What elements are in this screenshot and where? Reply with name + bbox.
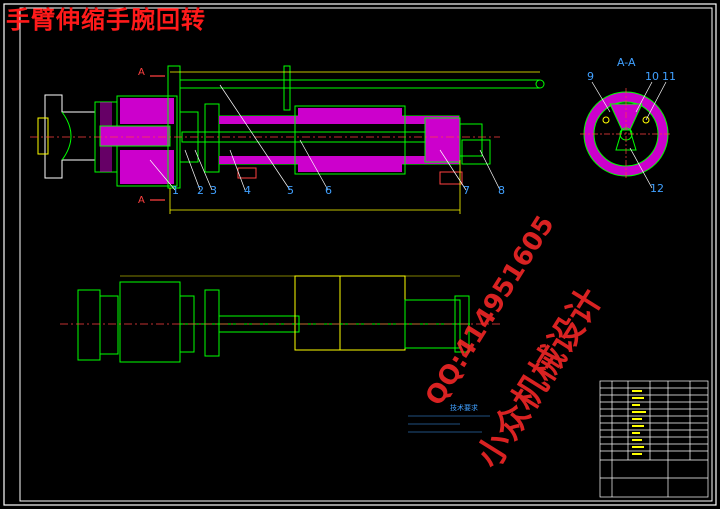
section-a-a-view: A-A — [580, 56, 672, 189]
notes-lines — [408, 415, 490, 433]
callout-9: 9 — [587, 70, 594, 83]
callout-8: 8 — [498, 184, 505, 197]
valve-left — [237, 167, 257, 179]
plan-view — [60, 275, 500, 363]
callout-5: 5 — [287, 184, 294, 197]
gripper-jaw — [44, 94, 96, 179]
callout-10: 10 — [645, 70, 659, 83]
parts-list-cell-marks — [632, 390, 646, 455]
callout-2: 2 — [197, 184, 204, 197]
callout-7: 7 — [463, 184, 470, 197]
valve-right — [439, 171, 463, 185]
drawing-title: 手臂伸缩手腕回转 — [6, 6, 206, 34]
parts-list-table — [599, 380, 709, 498]
callout-3: 3 — [210, 184, 217, 197]
section-mark-top: A — [138, 67, 145, 78]
outer-frame — [3, 3, 717, 506]
callout-4: 4 — [244, 184, 251, 197]
cylinder-section-top — [120, 98, 174, 124]
callout-11: 11 — [662, 70, 676, 83]
callout-1: 1 — [172, 184, 179, 197]
inner-frame — [19, 7, 713, 502]
callout-6: 6 — [325, 184, 332, 197]
callout-12: 12 — [650, 182, 664, 195]
piston-housing — [294, 105, 406, 175]
rear-cap — [424, 117, 461, 163]
front-cap — [204, 103, 220, 173]
notes-title: 技术要求 — [450, 403, 478, 412]
jaw-dimension — [37, 117, 49, 155]
wrist-shaft — [99, 125, 171, 147]
parts-list-rows — [600, 387, 708, 479]
section-mark-bottom: A — [138, 195, 145, 206]
section-view: A A — [30, 65, 545, 214]
section-a-a-label: A-A — [617, 56, 636, 69]
